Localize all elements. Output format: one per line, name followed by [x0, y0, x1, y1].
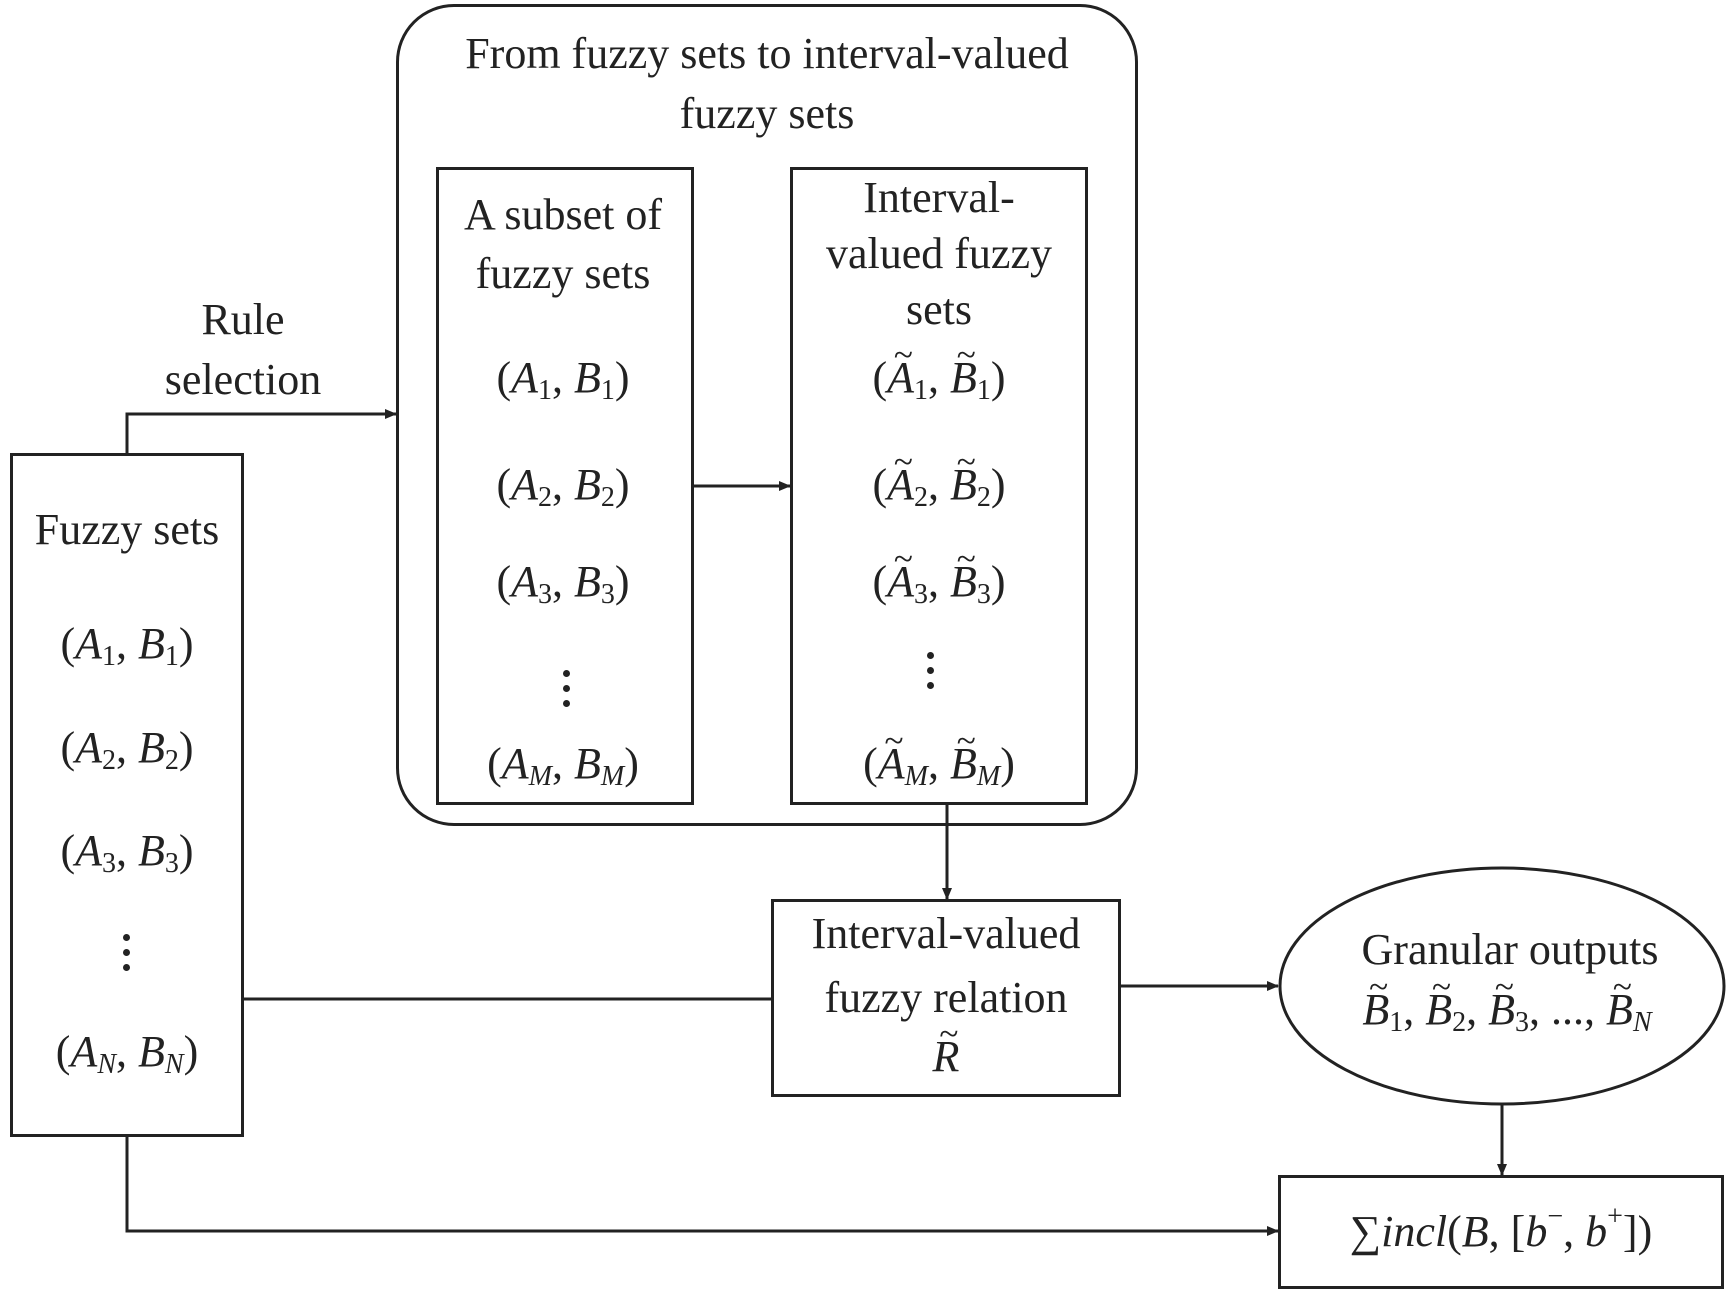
granular-outputs-list: B1, B2, B3, ..., BN [1362, 988, 1651, 1037]
fuzzy-pair-1: (A1, B1) [60, 619, 194, 672]
fuzzy-pair-2: (A2, B2) [60, 723, 194, 776]
interval-pair-m: (AM, BM) [863, 742, 1015, 791]
rule-selection-label-line2: selection [164, 355, 322, 404]
inclusion-formula: ∑incl(B, [b−, b+]) [1349, 1201, 1653, 1256]
relation-box [771, 899, 1121, 1097]
subset-pair-m: (AM, BM) [487, 739, 639, 792]
outer-panel-title-line2: fuzzy sets [679, 89, 855, 138]
rule-selection-label-line1: Rule [201, 295, 285, 344]
relation-box-symbol: R [933, 1035, 960, 1079]
interval-box-title-line2: valued fuzzy [826, 229, 1052, 278]
subset-box-title-line1: A subset of [464, 190, 662, 239]
relation-box-line1: Interval-valued [811, 909, 1081, 958]
subset-pair-1: (A1, B1) [496, 353, 630, 406]
fuzzy-sets-box [10, 453, 244, 1137]
inclusion-box [1278, 1175, 1724, 1289]
interval-pair-3: (A3, B3) [872, 560, 1005, 609]
fuzzy-ellipsis [123, 934, 131, 979]
interval-box-title-line3: sets [906, 285, 972, 334]
interval-ellipsis [927, 652, 935, 697]
interval-pair-1: (A1, B1) [872, 356, 1005, 405]
subset-box [436, 167, 694, 805]
granular-outputs-title: Granular outputs [1361, 925, 1659, 974]
rule-selection-arrow [125, 409, 397, 453]
outer-panel-title-line1: From fuzzy sets to interval-valued [465, 29, 1069, 78]
subset-pair-2: (A2, B2) [496, 460, 630, 513]
outer-panel [396, 4, 1138, 826]
fuzzy-pair-n: (AN, BN) [55, 1027, 199, 1080]
subset-ellipsis [563, 670, 571, 715]
relation-box-line2: fuzzy relation [824, 973, 1068, 1022]
subset-box-title-line2: fuzzy sets [475, 249, 651, 298]
fuzzy-pair-3: (A3, B3) [60, 826, 194, 879]
interval-box-title-line1: Interval- [863, 173, 1015, 222]
granular-outputs-ellipse [1278, 866, 1726, 1106]
interval-pair-2: (A2, B2) [872, 463, 1005, 512]
interval-valued-box [790, 167, 1088, 805]
fuzzy-sets-title: Fuzzy sets [34, 505, 220, 554]
fuzzy-sets-to-inclusion-arrow [125, 1137, 1279, 1236]
subset-pair-3: (A3, B3) [496, 557, 630, 610]
